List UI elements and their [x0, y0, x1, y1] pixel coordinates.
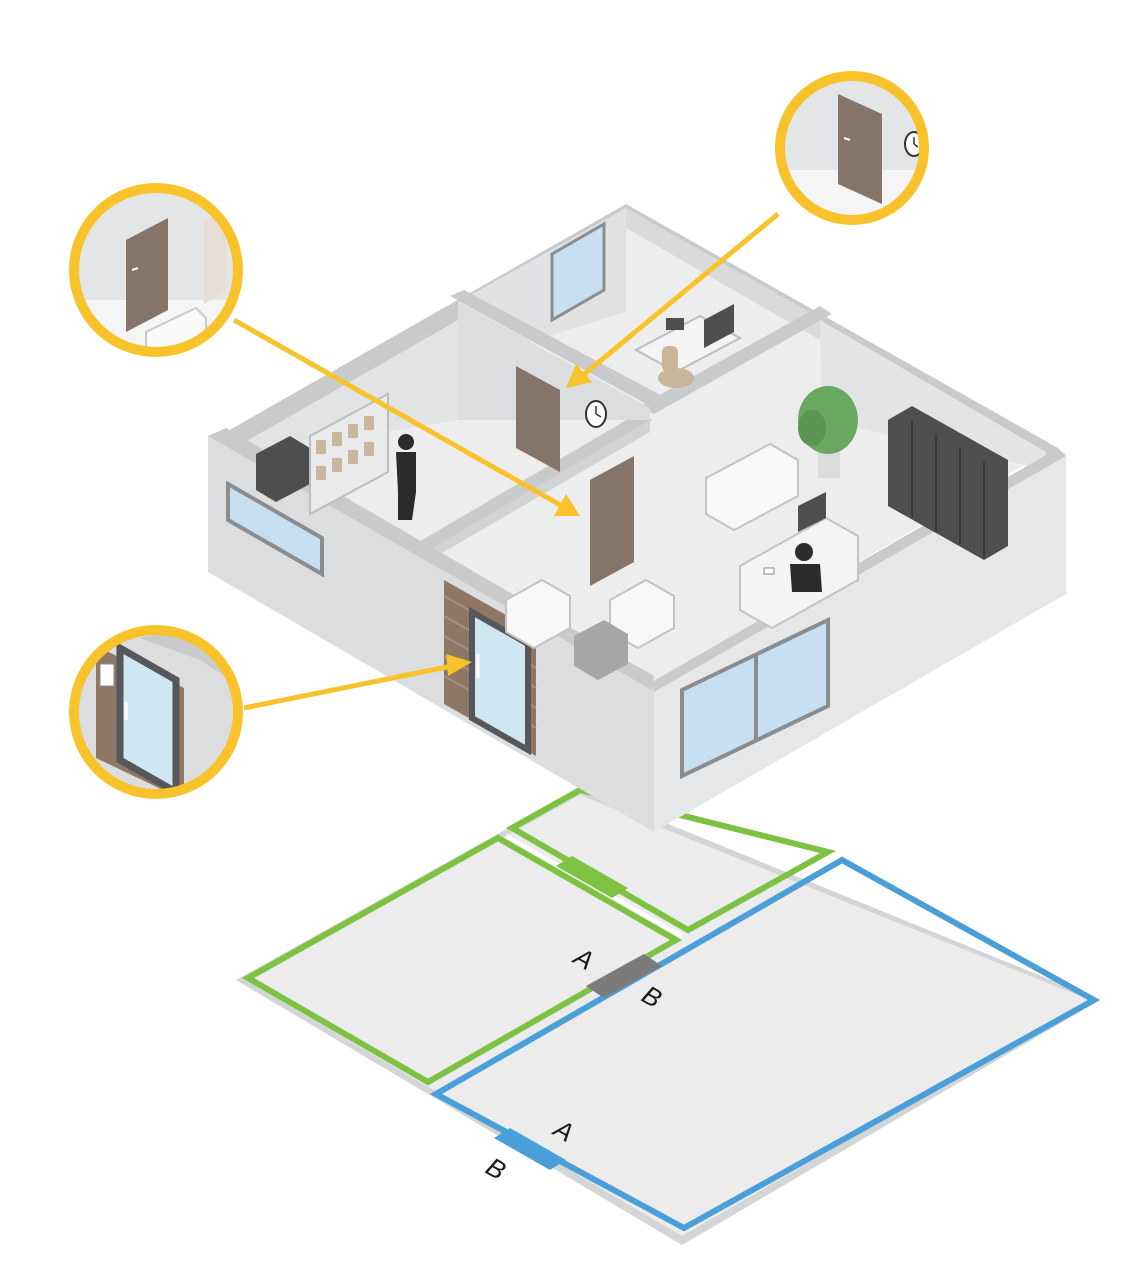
floor-plan: A B A B	[236, 786, 1101, 1245]
shelf-boxes	[316, 416, 374, 480]
plant-icon	[798, 386, 858, 478]
arrow-top-right-line	[580, 212, 780, 378]
partition-storage-lobby	[412, 412, 652, 552]
callout-office-door	[775, 71, 929, 225]
reception-monitor	[798, 492, 826, 532]
cabinet-dividers	[911, 420, 985, 558]
partition-storage-office	[450, 290, 666, 406]
lobby-sofa	[705, 442, 799, 532]
door-lobby	[590, 456, 634, 586]
zone-blue-main	[429, 856, 1101, 1232]
monitor-icon	[704, 304, 734, 348]
arrow-top-right-head	[566, 364, 592, 388]
clock-icon	[585, 400, 607, 428]
lobby-back-wall	[820, 320, 1046, 470]
arrow-entrance-line	[243, 663, 453, 711]
window-office	[550, 221, 606, 323]
office-right-wall	[626, 208, 820, 340]
plan-label-entry-b: B	[481, 1151, 511, 1186]
plan-door-entry-blue	[494, 1128, 566, 1170]
side-table	[574, 620, 628, 680]
zone-green-left	[241, 834, 683, 1086]
window-left	[226, 480, 324, 578]
wall-front-left	[208, 432, 654, 832]
arrow-left-line	[232, 317, 564, 509]
partition-face-middle	[458, 302, 650, 420]
building	[208, 204, 1066, 832]
partition-office-lobby	[640, 306, 832, 414]
arrow-left-head	[554, 494, 580, 516]
callout-entrance-door	[69, 625, 243, 799]
card-reader-icon	[763, 567, 775, 575]
server-cabinets	[888, 406, 1008, 560]
floor-plan-surface	[246, 795, 1090, 1236]
arrow-entrance-head	[446, 654, 472, 676]
person-reception	[790, 543, 822, 592]
door-storage	[516, 366, 560, 472]
callout-arrows	[232, 212, 780, 711]
phone-icon	[666, 318, 684, 330]
office-chair	[658, 346, 694, 388]
person-storage	[396, 434, 416, 520]
armchair-left	[505, 578, 571, 650]
storage-cabinet	[256, 436, 310, 502]
plan-door-green	[556, 856, 628, 898]
callout-storage-door	[69, 183, 243, 357]
zone-green-upper	[505, 786, 837, 934]
plan-door-inner-gray	[586, 954, 662, 998]
